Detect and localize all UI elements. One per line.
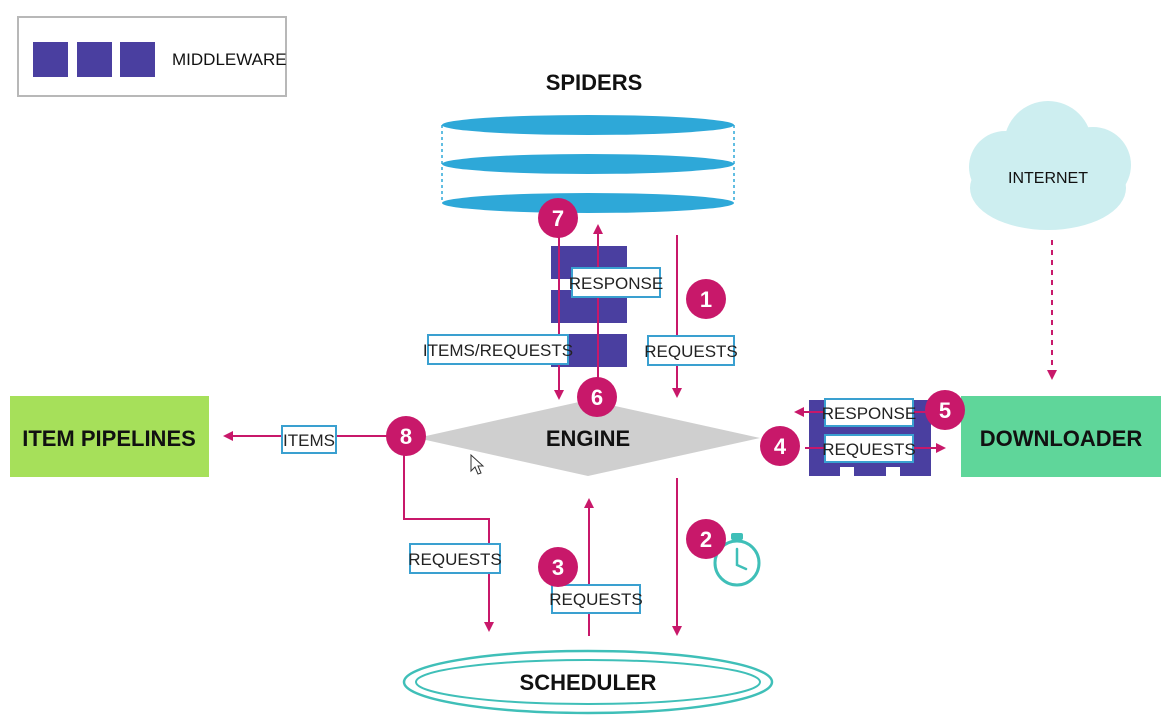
engine-shape	[417, 400, 760, 476]
downloader: DOWNLOADER	[961, 396, 1161, 477]
downloader-label: DOWNLOADER	[980, 426, 1143, 451]
legend-label: MIDDLEWARE	[172, 50, 287, 69]
item-pipelines-label: ITEM PIPELINES	[22, 426, 196, 451]
legend-middleware-swatch	[120, 42, 155, 77]
requests-label-left: REQUESTS	[408, 550, 502, 569]
label-box	[824, 434, 914, 463]
step-badge-8	[386, 416, 426, 456]
step-badge-1	[686, 279, 726, 319]
label-box	[409, 543, 501, 574]
downloader-middleware-gap	[886, 467, 900, 476]
step-badge-3	[538, 547, 578, 587]
requests-label-spider: REQUESTS	[644, 342, 738, 361]
spiders-label: SPIDERS	[546, 70, 643, 95]
step-number-8: 8	[400, 424, 412, 449]
step-badge-7	[538, 198, 578, 238]
engine: ENGINE	[417, 400, 760, 476]
internet-cloud-icon	[969, 101, 1131, 230]
flow-labels: RESPONSE ITEMS/REQUESTS REQUESTS RESPONS…	[281, 267, 916, 614]
legend-middleware-swatch	[77, 42, 112, 77]
requests-label-scheduler: REQUESTS	[549, 590, 643, 609]
internet-label: INTERNET	[1008, 170, 1088, 187]
items-label: ITEMS	[283, 431, 335, 450]
mouse-cursor-icon	[470, 453, 485, 475]
engine-label: ENGINE	[546, 426, 630, 451]
arrow-requests-to-scheduler	[403, 452, 494, 632]
requests-label-downloader: REQUESTS	[822, 440, 916, 459]
spider-disc	[442, 193, 734, 213]
legend: MIDDLEWARE	[17, 16, 287, 97]
step-number-6: 6	[591, 385, 603, 410]
step-number-4: 4	[774, 434, 787, 459]
label-box	[551, 584, 641, 614]
item-pipelines: ITEM PIPELINES	[10, 396, 209, 477]
label-box	[281, 425, 337, 454]
scheduler: SCHEDULER	[402, 649, 774, 715]
step-number-3: 3	[552, 555, 564, 580]
item-pipelines-box	[10, 396, 209, 477]
response-label-downloader: RESPONSE	[822, 404, 916, 423]
downloader-middleware-gap	[840, 467, 854, 476]
downloader-box	[961, 396, 1161, 477]
label-box	[824, 398, 914, 427]
step-badge-2	[686, 519, 726, 559]
items-requests-label: ITEMS/REQUESTS	[423, 341, 573, 360]
step-number-1: 1	[700, 287, 712, 312]
internet: INTERNET	[969, 101, 1131, 380]
step-badges: 1 2 3 4 5 6 7 8	[386, 198, 965, 587]
scheduler-ring-outer	[402, 649, 774, 715]
step-number-7: 7	[552, 206, 564, 231]
step-number-2: 2	[700, 527, 712, 552]
timer-icon	[713, 533, 761, 587]
scheduler-ring-inner	[415, 659, 761, 705]
spider-disc	[442, 154, 734, 174]
step-number-5: 5	[939, 398, 951, 423]
step-badge-4	[760, 426, 800, 466]
legend-middleware-swatch	[33, 42, 68, 77]
scheduler-label: SCHEDULER	[520, 670, 657, 695]
label-box	[647, 335, 735, 366]
spiders: SPIDERS	[441, 70, 735, 213]
label-box	[571, 267, 661, 298]
spider-disc	[442, 115, 734, 135]
step-badge-5	[925, 390, 965, 430]
label-box	[427, 334, 569, 365]
response-label-top: RESPONSE	[569, 274, 663, 293]
step-badge-6	[577, 377, 617, 417]
